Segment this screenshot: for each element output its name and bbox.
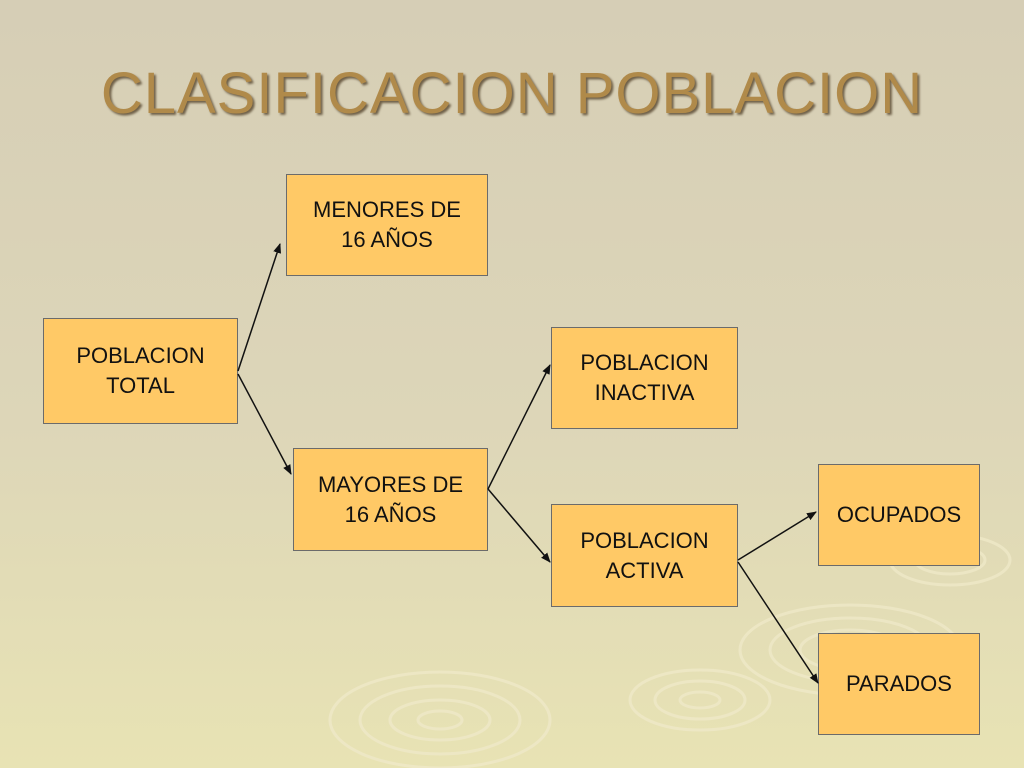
node-poblacion-inactiva-label: POBLACION INACTIVA (580, 350, 709, 405)
arrow-total-to-menores (237, 243, 281, 372)
arrow-mayores-to-activa (487, 488, 551, 563)
node-mayores-16: MAYORES DE 16 AÑOS (293, 448, 488, 551)
node-parados-label: PARADOS (846, 671, 952, 696)
arrow-activa-to-ocupados (737, 511, 817, 561)
node-poblacion-total: POBLACION TOTAL (43, 318, 238, 424)
node-poblacion-total-label: POBLACION TOTAL (76, 343, 205, 398)
node-poblacion-activa: POBLACION ACTIVA (551, 504, 738, 607)
slide-title: CLASIFICACION POBLACION (100, 61, 924, 126)
node-menores-16: MENORES DE 16 AÑOS (286, 174, 488, 276)
node-poblacion-activa-label: POBLACION ACTIVA (580, 527, 709, 583)
node-ocupados: OCUPADOS (818, 464, 980, 566)
node-parados: PARADOS (818, 633, 980, 735)
arrow-total-to-mayores (237, 373, 292, 475)
node-menores-16-label: MENORES DE 16 AÑOS (313, 197, 461, 252)
arrow-activa-to-parados (737, 561, 819, 684)
arrow-mayores-to-inactiva (487, 364, 551, 490)
node-ocupados-label: OCUPADOS (836, 502, 962, 527)
node-poblacion-inactiva: POBLACION INACTIVA (551, 327, 738, 429)
node-mayores-16-label: MAYORES DE 16 AÑOS (317, 471, 464, 527)
